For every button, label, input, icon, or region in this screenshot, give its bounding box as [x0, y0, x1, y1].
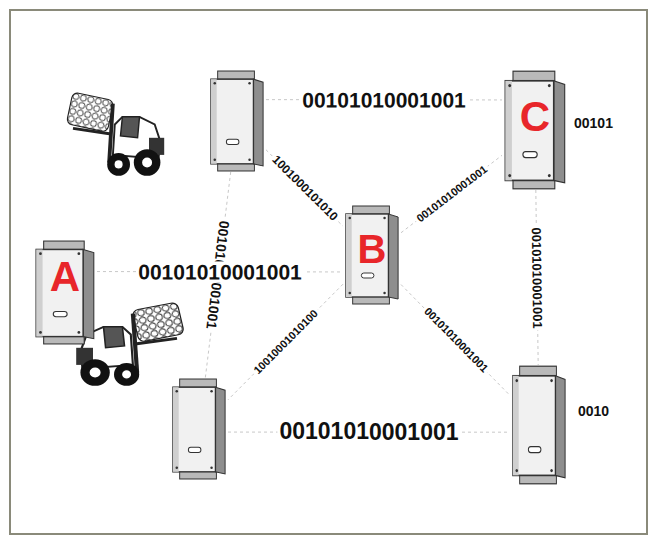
unit-letter: A — [50, 256, 80, 298]
bit-stream: 10010001010100 — [250, 306, 321, 377]
drive-enclosure: A — [33, 240, 97, 345]
data-link — [401, 155, 502, 232]
bit-stream: 1001000101010 — [268, 152, 341, 224]
drive-enclosure: B — [343, 205, 401, 305]
bit-stream: 00101010001001 — [136, 261, 304, 282]
data-link — [401, 285, 510, 396]
bit-stream: 00101010001001 — [420, 304, 491, 376]
bit-stream: 00101010001001 — [530, 225, 544, 330]
bit-stream: 00101010001001 — [277, 421, 460, 444]
bit-stream: 00101010001001 — [413, 162, 491, 225]
unit-letter: C — [520, 96, 550, 138]
drive-enclosure: C — [502, 70, 568, 190]
drive-enclosure — [510, 365, 568, 485]
enclosure-shape — [170, 378, 228, 480]
drive-enclosure — [170, 378, 228, 480]
data-bits: 00101 — [572, 116, 615, 130]
enclosure-shape — [208, 70, 266, 172]
unit-letter: B — [358, 229, 387, 269]
enclosure-shape — [510, 365, 568, 485]
data-link — [228, 284, 343, 400]
data-bits: 0010 — [576, 404, 611, 418]
bit-stream: 00101010001001 — [300, 89, 468, 110]
forklift — [66, 92, 164, 176]
data-link — [266, 150, 343, 226]
drive-enclosure — [208, 70, 266, 172]
frame — [10, 10, 647, 534]
